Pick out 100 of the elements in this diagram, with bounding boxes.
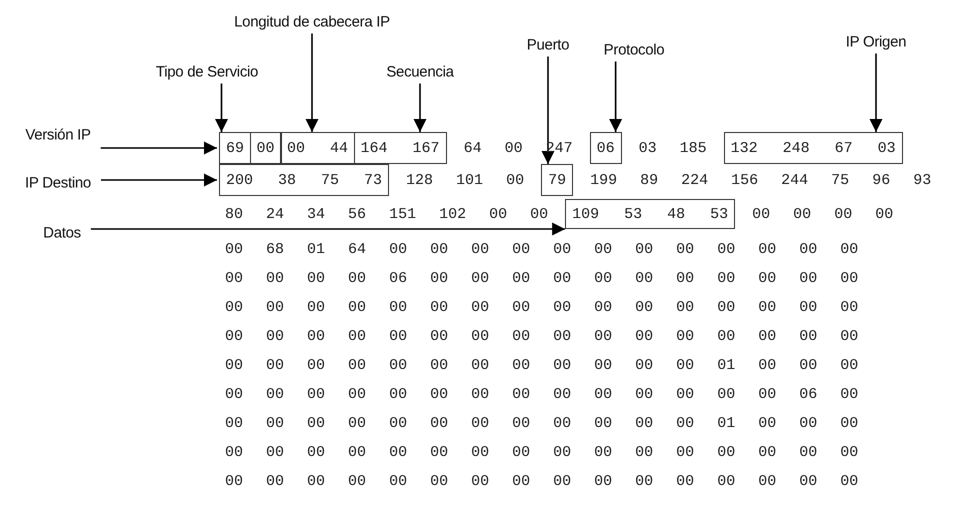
- annotation-label: Datos: [43, 224, 81, 242]
- hex-byte: 00: [429, 356, 450, 374]
- hex-byte: 00: [716, 472, 736, 490]
- hex-byte: 00: [675, 414, 696, 432]
- hex-byte: 00: [798, 444, 818, 460]
- arrow: [609, 62, 622, 132]
- hex-byte: 00: [552, 298, 572, 316]
- hex-byte: 00: [224, 240, 244, 258]
- hex-byte: 00: [470, 270, 490, 286]
- annotation-label: Longitud de cabecera IP: [234, 14, 390, 30]
- hex-byte: 00: [347, 298, 368, 316]
- annotation-label: Versión IP: [25, 126, 91, 144]
- hex-byte: 00: [265, 356, 286, 374]
- hex-byte: 00: [306, 270, 326, 286]
- hex-byte: 00: [511, 444, 532, 460]
- hex-byte: 00: [265, 414, 286, 432]
- hex-byte: 00: [306, 414, 326, 432]
- arrow: [90, 222, 566, 236]
- hex-byte: 00: [798, 270, 818, 286]
- hex-byte: 00: [593, 386, 614, 402]
- hex-byte: 00: [470, 472, 490, 490]
- hex-byte: 00: [634, 270, 654, 286]
- hex-byte: 00: [224, 270, 244, 286]
- hex-byte: 00: [504, 140, 524, 156]
- hex-byte: 00: [716, 444, 736, 460]
- hex-byte: 75: [830, 172, 850, 188]
- hex-byte: 00: [347, 356, 368, 374]
- hex-byte: 00: [347, 386, 368, 402]
- byte-group-frame: 200 38 75 73: [219, 164, 390, 196]
- hex-byte: 00: [593, 472, 614, 490]
- hex-byte: 00: [224, 298, 244, 316]
- hex-byte: 00: [470, 356, 490, 374]
- hex-byte: 00: [388, 328, 408, 344]
- hex-byte: 00: [470, 444, 490, 460]
- hex-byte: 00: [511, 386, 532, 402]
- hex-byte: 00: [839, 386, 860, 402]
- hex-byte: 00: [716, 328, 736, 344]
- byte-group-frame: 109 53 48 53: [565, 199, 736, 229]
- hex-byte: 00: [593, 328, 614, 344]
- hex-byte: 00: [675, 298, 696, 316]
- hex-byte: 00: [505, 172, 526, 188]
- hex-byte: 00: [347, 444, 368, 460]
- hex-byte: 00: [224, 444, 244, 460]
- hex-byte: 102: [438, 206, 468, 222]
- hex-byte: 00: [388, 444, 408, 460]
- hex-byte: 00: [511, 356, 532, 374]
- arrow: [215, 84, 228, 132]
- hex-byte: 151: [388, 206, 418, 222]
- hex-byte: 00: [429, 472, 450, 490]
- hex-byte: 199: [589, 172, 618, 188]
- hex-byte: 00: [751, 206, 772, 222]
- hex-byte: 00: [552, 444, 572, 460]
- hex-byte: 00: [388, 386, 408, 402]
- byte-group-frame: 164 167: [354, 132, 447, 164]
- arrow: [100, 142, 217, 154]
- byte-group-frame: 06: [590, 132, 622, 164]
- hex-byte: 00: [634, 386, 654, 402]
- hex-byte: 00: [470, 328, 490, 344]
- hex-byte: 00: [470, 298, 490, 316]
- hex-byte: 00: [716, 270, 736, 286]
- hex-byte: 128: [405, 172, 434, 188]
- hex-byte: 00: [798, 472, 818, 490]
- hex-byte: 00: [306, 386, 326, 402]
- hex-byte: 224: [680, 172, 710, 188]
- hex-byte: 00: [675, 240, 696, 258]
- hex-byte: 00: [224, 472, 244, 490]
- hex-byte: 00: [839, 472, 860, 490]
- hex-byte: 00: [306, 298, 326, 316]
- annotation-label: Puerto: [526, 36, 570, 54]
- hex-byte: 00: [757, 386, 778, 402]
- hex-byte: 00: [347, 328, 368, 344]
- annotation-label: Secuencia: [386, 64, 454, 80]
- annotation-label: Tipo de Servicio: [156, 64, 258, 80]
- hex-byte: 00: [429, 444, 450, 460]
- annotation-label: IP Origen: [846, 34, 906, 50]
- hex-byte: 00: [347, 414, 368, 432]
- hex-byte: 00: [839, 270, 860, 286]
- hex-byte: 00: [388, 414, 408, 432]
- hex-byte: 00: [265, 444, 286, 460]
- annotation-label: Protocolo: [604, 42, 664, 58]
- hex-byte: 00: [757, 240, 778, 258]
- hex-byte: 00: [552, 270, 572, 286]
- hex-byte: 00: [874, 206, 894, 222]
- hex-byte: 56: [347, 206, 368, 222]
- hex-byte: 00: [757, 298, 778, 316]
- hex-byte: 00: [306, 444, 326, 460]
- hex-byte: 06: [798, 386, 818, 402]
- hex-byte: 00: [839, 444, 860, 460]
- hex-byte: 68: [265, 240, 286, 258]
- hex-byte: 00: [552, 240, 572, 258]
- hex-byte: 00: [757, 270, 778, 286]
- hex-byte: 00: [634, 356, 654, 374]
- hex-byte: 01: [716, 414, 736, 432]
- hex-byte: 00: [224, 356, 244, 374]
- hex-byte: 01: [716, 356, 736, 374]
- hex-byte: 00: [470, 414, 490, 432]
- hex-byte: 00: [552, 386, 572, 402]
- hex-byte: 00: [675, 356, 696, 374]
- byte-group-frame: 132 248 67 03: [724, 132, 903, 164]
- hex-byte: 00: [224, 386, 244, 402]
